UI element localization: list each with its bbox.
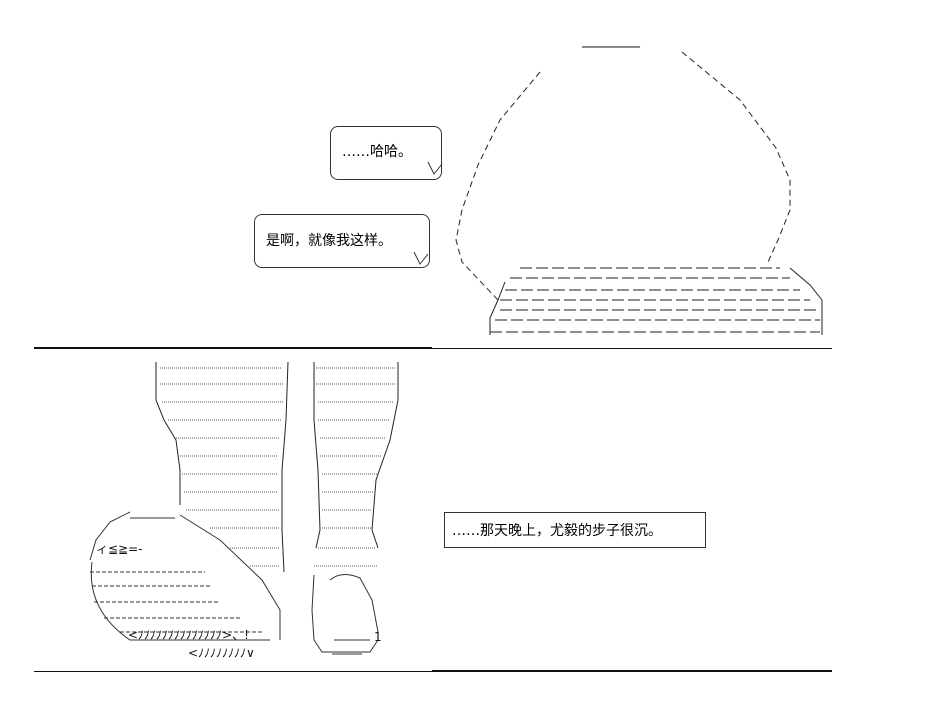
speech-bubble-2-text: 是啊，就像我这样。 <box>266 233 392 249</box>
panel-divider-bottom-right <box>432 670 832 672</box>
narration-box <box>444 512 706 548</box>
right-shoe-mark: 1 <box>374 630 382 644</box>
left-shoe-sole-2: <ﾉﾉﾉﾉﾉﾉﾉﾉ∨ <box>188 646 255 660</box>
speech-bubble-1-tail <box>427 161 443 175</box>
panel-divider-top-right <box>432 348 832 349</box>
left-shoe-scribble: ィ≦≧=- <box>96 542 143 556</box>
speech-bubble-1-text: ……哈哈。 <box>342 144 412 160</box>
panel-divider-top-left <box>34 347 432 349</box>
speech-bubble-2-tail <box>413 251 429 265</box>
panel-divider-bottom-left <box>34 671 432 672</box>
narration-text: ……那天晚上，尤毅的步子很沉。 <box>452 523 662 539</box>
speech-bubble-1 <box>330 126 442 180</box>
dome-rim: ──────── <box>582 40 640 54</box>
left-shoe-sole-1: <ﾉﾉﾉﾉﾉﾉﾉﾉﾉﾉﾉﾉﾉﾉ>、! <box>128 628 249 642</box>
speech-bubble-2 <box>254 214 430 268</box>
